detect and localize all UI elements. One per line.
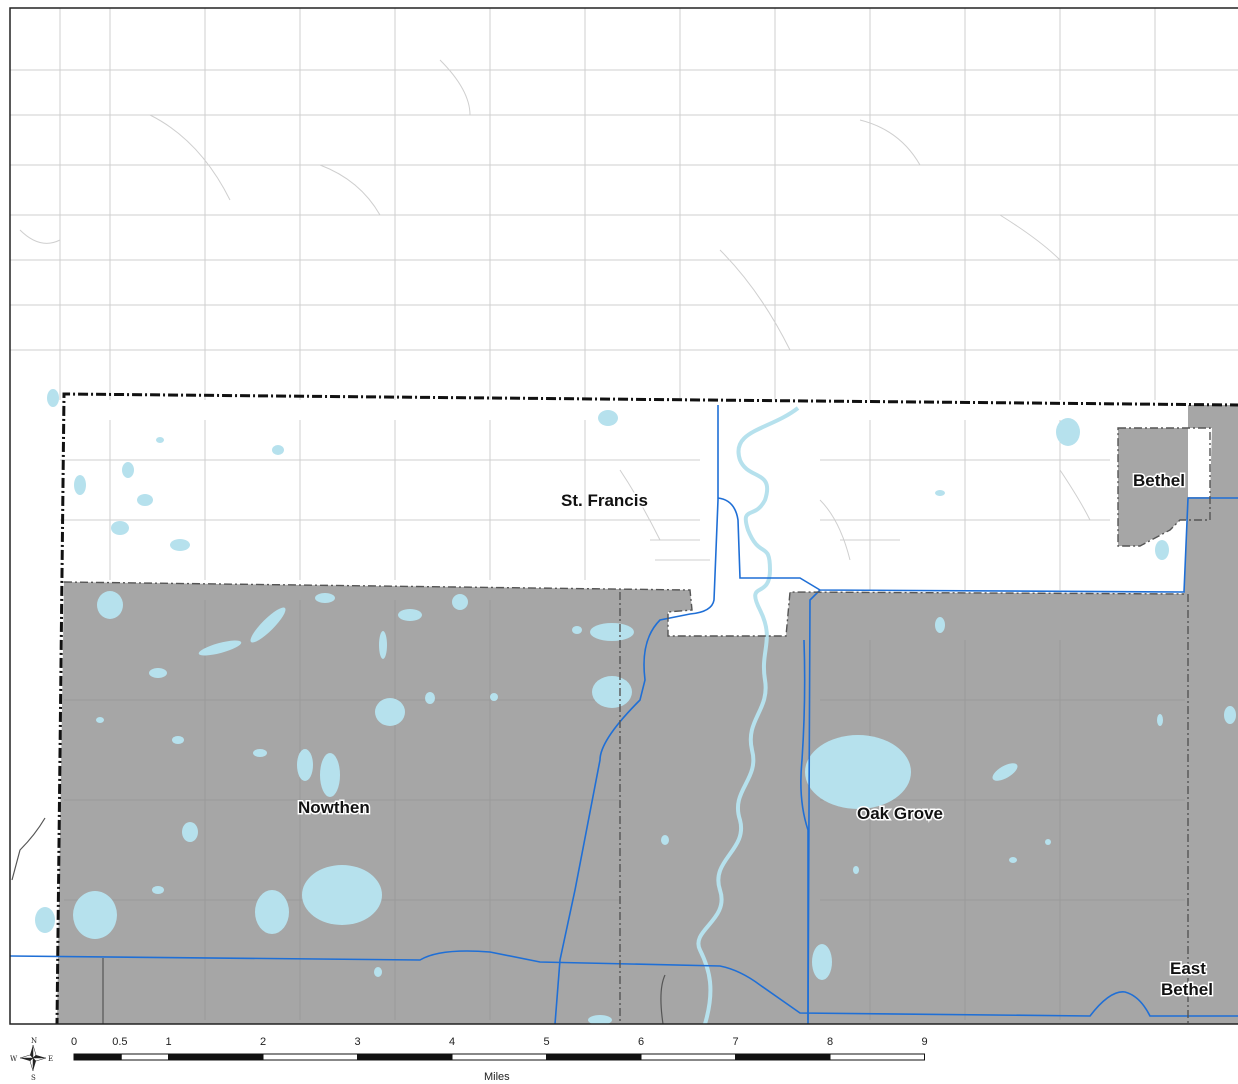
compass-e: E: [48, 1055, 53, 1063]
compass-n: N: [31, 1037, 37, 1045]
scale-bar-segment: [546, 1053, 642, 1061]
scale-bar-segment: [735, 1053, 831, 1061]
scale-bar-tick-label: 8: [827, 1036, 833, 1048]
scale-bar-segment: [357, 1053, 453, 1061]
scale-bar-tick-label: 0: [71, 1036, 77, 1048]
scale-bar-tick-label: 4: [449, 1036, 455, 1048]
place-label-oak-grove: Oak Grove: [857, 804, 943, 823]
scale-bar-tick-label: 2: [260, 1036, 266, 1048]
place-label-bethel: Bethel: [1133, 471, 1185, 490]
compass-s: S: [31, 1074, 36, 1082]
scale-bar-tick-label: 6: [638, 1036, 644, 1048]
north-arrow-icon: N S E W: [10, 1037, 53, 1082]
scale-bar-segment: [451, 1053, 547, 1061]
local-roads-dark: [11, 817, 666, 1024]
compass-w: W: [10, 1055, 18, 1063]
scale-bar-segment: [262, 1053, 358, 1061]
scale-bar-segment: [168, 1053, 264, 1061]
place-label-east-bethel-line1: East: [1170, 959, 1206, 978]
scale-bar-tick-label: 0.5: [112, 1036, 127, 1048]
county-boundary: [55, 392, 1238, 1024]
place-label-east-bethel-line2: Bethel: [1161, 980, 1213, 999]
place-label-st-francis: St. Francis: [561, 491, 648, 510]
water-bodies: [35, 389, 1236, 1024]
scale-bar-units: Miles: [484, 1071, 510, 1083]
place-labels: St. Francis Bethel Nowthen Oak Grove Eas…: [297, 470, 1215, 1001]
township-boundaries: [63, 427, 1211, 1024]
scale-bar-segment: [73, 1053, 122, 1061]
map-frame: [9, 7, 1238, 1025]
scale-bar-segment: [829, 1053, 925, 1061]
scale-bar-tick-label: 3: [355, 1036, 361, 1048]
scale-bar-tick-label: 5: [544, 1036, 550, 1048]
scale-bar-tick-label: 9: [922, 1036, 928, 1048]
highways: [10, 405, 1238, 1024]
scale-bar-segment: [640, 1053, 736, 1061]
scale-bar-segment: [120, 1053, 169, 1061]
river: [696, 406, 800, 1024]
map-layers: [10, 8, 1238, 1024]
road-network: [10, 8, 1238, 590]
scale-bar-tick-label: 1: [166, 1036, 172, 1048]
place-label-nowthen: Nowthen: [298, 798, 370, 817]
scale-bar: 0 0.5 1 2 3 4 5 6 7 8 9: [71, 1036, 928, 1061]
scale-bar-tick-label: 7: [733, 1036, 739, 1048]
